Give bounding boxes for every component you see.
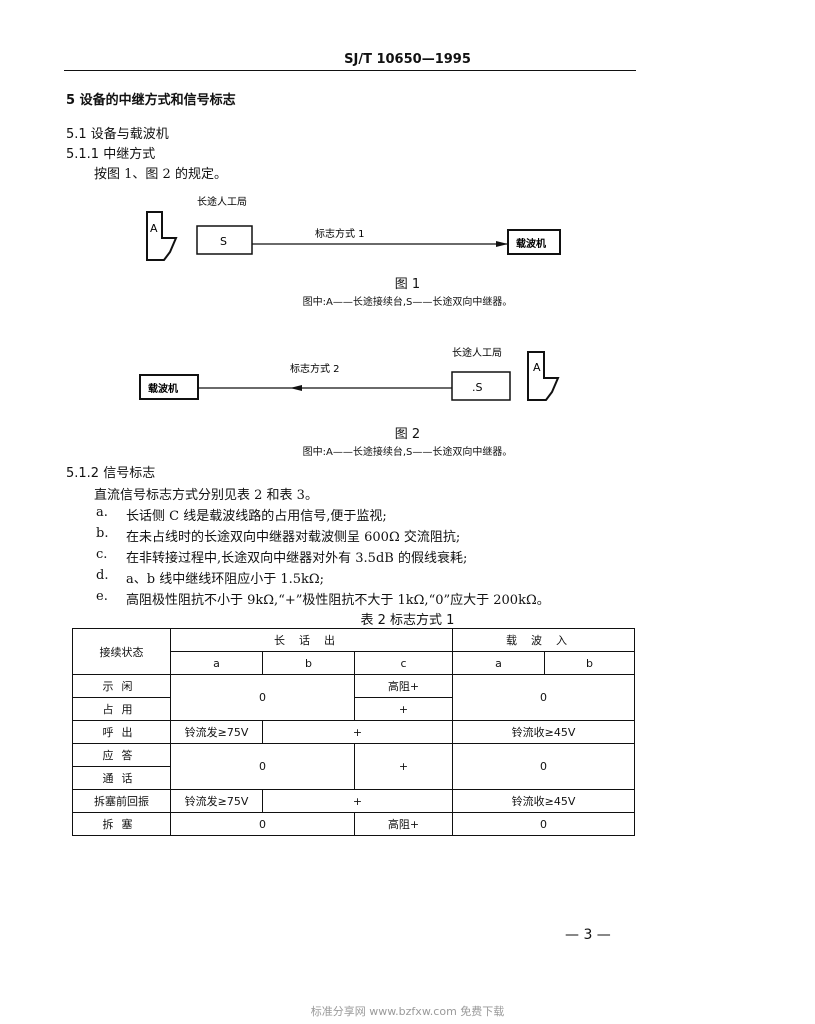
cell-seize-c: + — [353, 697, 454, 721]
cell-answer-ab: 0 — [170, 743, 355, 790]
section-5-1-1-body: 按图 1、图 2 的规定。 — [94, 167, 227, 182]
table-2-caption: 表 2 标志方式 1 — [360, 613, 455, 628]
section-5-1-2-title: 5.1.2 信号标志 — [66, 466, 156, 481]
item-e-text: 高阻极性阻抗不小于 9kΩ,“+”极性阻抗不大于 1kΩ,“0”应大于 200k… — [126, 593, 550, 608]
row-label-tonghua: 通话 — [72, 766, 171, 790]
header-col-b: b — [262, 651, 355, 675]
cell-call-a: 铃流发≥75V — [170, 720, 263, 744]
figure-2-repeater-box — [451, 371, 511, 401]
figure-2-s-label: .S — [472, 381, 482, 394]
item-a-mark: a. — [96, 505, 108, 520]
figure-1-a-label: A — [150, 222, 158, 235]
header-state: 接续状态 — [72, 628, 171, 675]
header-col-b2: b — [544, 651, 636, 675]
header-long-out: 长话出 — [169, 628, 454, 652]
figure-2-a-label: A — [533, 361, 541, 374]
row-label-shixian: 示闲 — [72, 674, 171, 698]
figure-1-note: 图中:A——长途接续台,S——长途双向中继器。 — [302, 297, 513, 308]
figure-1-diagram: 长途人工局 A S 标志方式 1 载波机 — [146, 195, 561, 261]
figure-2-top-label: 长途人工局 — [452, 346, 502, 359]
item-d-text: a、b 线中继线环阻应小于 1.5kΩ; — [126, 572, 325, 587]
header-rule — [64, 70, 636, 71]
item-a-text: 长话侧 C 线是载波线路的占用信号,便于监视; — [126, 509, 387, 524]
figure-1-arrow — [496, 241, 508, 247]
item-e-mark: e. — [96, 589, 108, 604]
section-5-title: 5 设备的中继方式和信号标志 — [66, 93, 236, 108]
item-c-mark: c. — [96, 547, 108, 562]
cell-answer-in: 0 — [452, 743, 636, 790]
cell-answer-c: + — [353, 743, 454, 790]
cell-idle-in: 0 — [452, 674, 636, 721]
cell-idle-c: 高阻+ — [353, 674, 454, 698]
item-c-text: 在非转接过程中,长途双向中继器对外有 3.5dB 的假线衰耗; — [126, 551, 468, 566]
item-b-mark: b. — [96, 526, 109, 541]
cell-call-bc: + — [261, 720, 454, 744]
cell-ring-back-a: 铃流发≥75V — [170, 789, 263, 813]
figure-1-carrier-label: 载波机 — [516, 237, 546, 250]
figure-2-carrier-box — [139, 374, 199, 400]
figure-1-console-shape — [146, 211, 178, 261]
section-5-1-2-intro: 直流信号标志方式分别见表 2 和表 3。 — [94, 488, 318, 503]
figure-1-caption: 图 1 — [394, 277, 421, 292]
figure-2-diagram: 载波机 标志方式 2 长途人工局 .S A — [139, 346, 560, 401]
figure-2-arrow — [290, 385, 302, 391]
header-carrier-in: 载波入 — [452, 628, 636, 652]
table-2: 接续状态 长话出 载波入 a b c a b 示闲 0 高阻+ 0 占用 + 呼… — [72, 628, 636, 836]
cell-ring-back-bc: + — [261, 789, 454, 813]
watermark-text: 标准分享网 www.bzfxw.com 免费下载 — [310, 1005, 505, 1018]
figure-1-line-label: 标志方式 1 — [315, 227, 365, 240]
page-number: — 3 — — [565, 927, 611, 943]
standard-number: SJ/T 10650—1995 — [344, 52, 471, 67]
figure-1-s-label: S — [220, 235, 227, 248]
figure-2-console-shape — [527, 351, 560, 401]
item-d-mark: d. — [96, 568, 109, 583]
row-label-chaisaiqian: 拆塞前回振 — [72, 789, 171, 813]
figure-2-carrier-label: 载波机 — [148, 382, 178, 395]
cell-release-in: 0 — [452, 812, 636, 836]
item-b-text: 在未占线时的长途双向中继器对载波侧呈 600Ω 交流阻抗; — [126, 530, 461, 545]
header-col-c: c — [353, 651, 454, 675]
cell-idle-ab: 0 — [170, 674, 355, 721]
header-col-a2: a — [452, 651, 546, 675]
row-label-chaisai: 拆塞 — [72, 812, 171, 836]
cell-call-in: 铃流收≥45V — [452, 720, 636, 744]
figure-1-top-label: 长途人工局 — [197, 195, 247, 208]
figure-1-repeater-box — [196, 225, 253, 255]
cell-release-c: 高阻+ — [353, 812, 454, 836]
section-5-1-1-title: 5.1.1 中继方式 — [66, 147, 156, 162]
figure-2-note: 图中:A——长途接续台,S——长途双向中继器。 — [302, 447, 513, 458]
header-col-a: a — [170, 651, 263, 675]
cell-ring-back-in: 铃流收≥45V — [452, 789, 636, 813]
figure-2-caption: 图 2 — [394, 427, 421, 442]
figure-1-carrier-box — [507, 229, 561, 255]
figure-2-line-label: 标志方式 2 — [290, 362, 340, 375]
cell-release-ab: 0 — [170, 812, 355, 836]
section-5-1-title: 5.1 设备与载波机 — [66, 127, 169, 142]
row-label-yingda: 应答 — [72, 743, 171, 767]
row-label-zhanyong: 占用 — [72, 697, 171, 721]
row-label-huchu: 呼出 — [72, 720, 171, 744]
